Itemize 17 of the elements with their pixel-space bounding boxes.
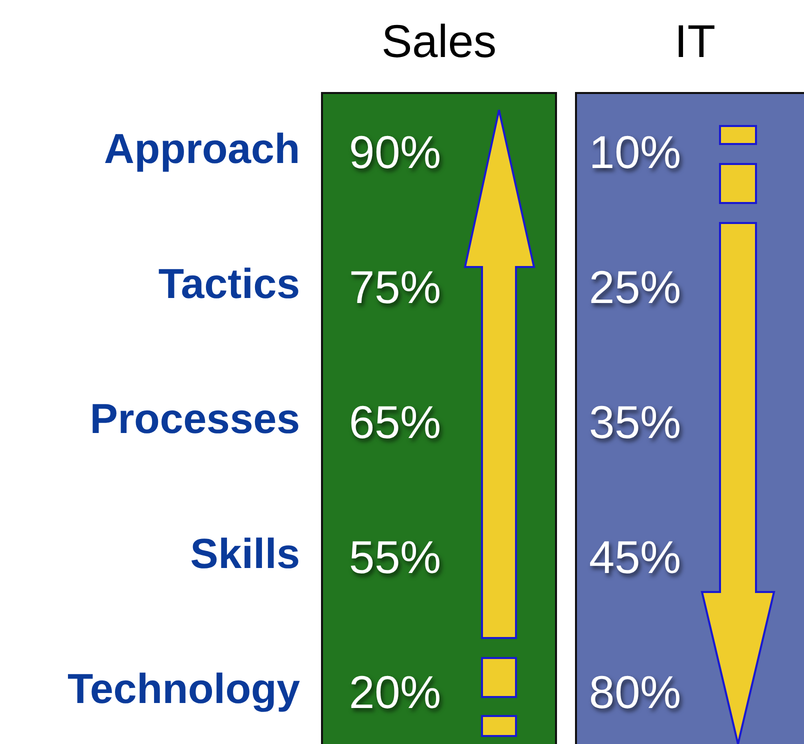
column-heading: IT: [674, 18, 716, 64]
row-label: Technology: [67, 668, 300, 710]
percentage: 20%: [349, 669, 442, 715]
column-heading: Sales: [380, 18, 498, 64]
row-label: Skills: [190, 533, 300, 575]
row-label: Tactics: [158, 263, 300, 305]
percentage: 45%: [589, 534, 682, 580]
row-label: Approach: [104, 128, 300, 170]
percentage: 55%: [349, 534, 442, 580]
percentage: 35%: [589, 399, 682, 445]
percentage: 90%: [349, 129, 442, 175]
percentage: 25%: [589, 264, 682, 310]
percentage: 65%: [349, 399, 442, 445]
percentage: 10%: [589, 129, 682, 175]
percentage: 80%: [589, 669, 682, 715]
percentage: 75%: [349, 264, 442, 310]
row-label: Processes: [90, 398, 300, 440]
